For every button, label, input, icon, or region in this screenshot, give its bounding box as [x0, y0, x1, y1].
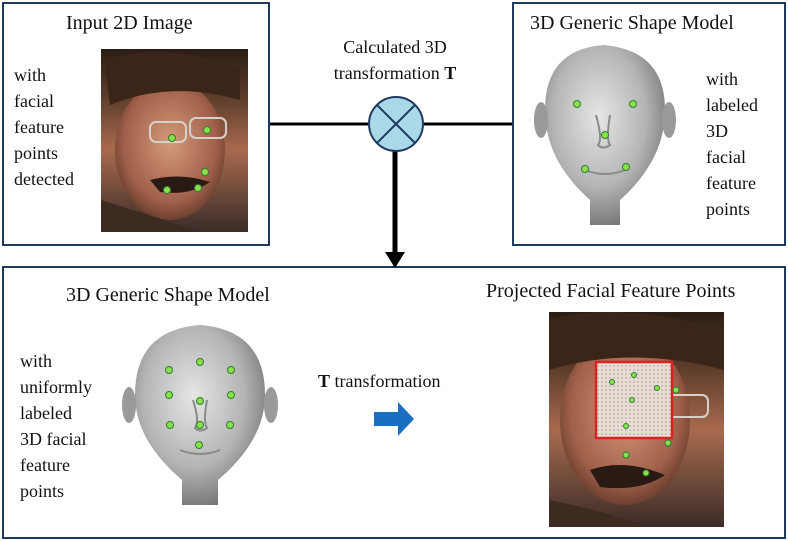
feature-point — [165, 391, 173, 399]
feature-point — [163, 186, 171, 194]
desc-line: uniformly — [20, 377, 92, 397]
projected-face-photo — [549, 312, 724, 527]
feature-point — [654, 385, 660, 391]
feature-point — [622, 163, 630, 171]
generic-model-title-bottom: 3D Generic Shape Model — [66, 284, 270, 306]
feature-point — [195, 441, 203, 449]
desc-line: feature — [706, 173, 756, 193]
feature-point — [573, 100, 581, 108]
feature-point — [196, 397, 204, 405]
desc-line: facial — [14, 91, 54, 111]
desc-line: 3D — [706, 121, 728, 141]
desc-line: detected — [14, 169, 74, 189]
desc-line: with — [20, 351, 53, 371]
desc-line: facial — [706, 147, 746, 167]
feature-point — [629, 100, 637, 108]
label-symbol-t: T — [444, 63, 457, 83]
feature-point — [201, 168, 209, 176]
feature-point — [664, 439, 672, 447]
feature-point — [601, 131, 609, 139]
feature-point — [196, 421, 204, 429]
desc-line: points — [706, 199, 751, 219]
feature-point — [631, 372, 637, 378]
label-text: transformation — [333, 63, 445, 83]
desc-line: with — [706, 69, 739, 89]
generic-head-model-bottom — [122, 325, 278, 505]
feature-point — [642, 469, 650, 477]
input-face-photo — [101, 49, 248, 232]
projected-points-title: Projected Facial Feature Points — [486, 280, 736, 302]
generic-model-description-top: with labeled 3D facial feature points — [706, 66, 758, 222]
calculated-transformation-label: Calculated 3D transformation T — [320, 34, 470, 86]
generic-model-description-bottom: with uniformly labeled 3D facial feature… — [20, 348, 92, 504]
feature-point — [622, 451, 630, 459]
desc-line: labeled — [20, 403, 72, 423]
desc-line: points — [20, 481, 65, 501]
feature-point — [226, 421, 234, 429]
desc-line: feature — [14, 117, 64, 137]
feature-point — [581, 165, 589, 173]
feature-point — [672, 386, 680, 394]
label-line-1: Calculated 3D — [343, 37, 447, 57]
desc-line: labeled — [706, 95, 758, 115]
desc-line: 3D facial — [20, 429, 87, 449]
feature-point — [227, 391, 235, 399]
feature-point — [165, 366, 173, 374]
input-image-description: with facial feature points detected — [14, 62, 74, 192]
feature-point — [609, 379, 615, 385]
label-symbol-t: T — [318, 371, 331, 391]
feature-point — [196, 358, 204, 366]
feature-point — [194, 184, 202, 192]
transformation-operator-icon — [368, 96, 424, 152]
input-image-title: Input 2D Image — [66, 12, 193, 34]
generic-head-model-top — [534, 45, 676, 225]
feature-point — [166, 421, 174, 429]
desc-line: feature — [20, 455, 70, 475]
down-arrow-head — [385, 252, 405, 268]
right-arrow-icon — [374, 402, 414, 436]
feature-point — [227, 366, 235, 374]
feature-point — [203, 126, 211, 134]
feature-point — [629, 397, 635, 403]
desc-line: with — [14, 65, 47, 85]
label-line-2: transformation T — [320, 60, 470, 86]
t-transformation-label: T transformation — [318, 368, 478, 394]
desc-line: points — [14, 143, 59, 163]
feature-point — [623, 423, 629, 429]
generic-model-title-top: 3D Generic Shape Model — [530, 12, 734, 34]
feature-point — [168, 134, 176, 142]
label-text: transformation — [330, 371, 441, 391]
